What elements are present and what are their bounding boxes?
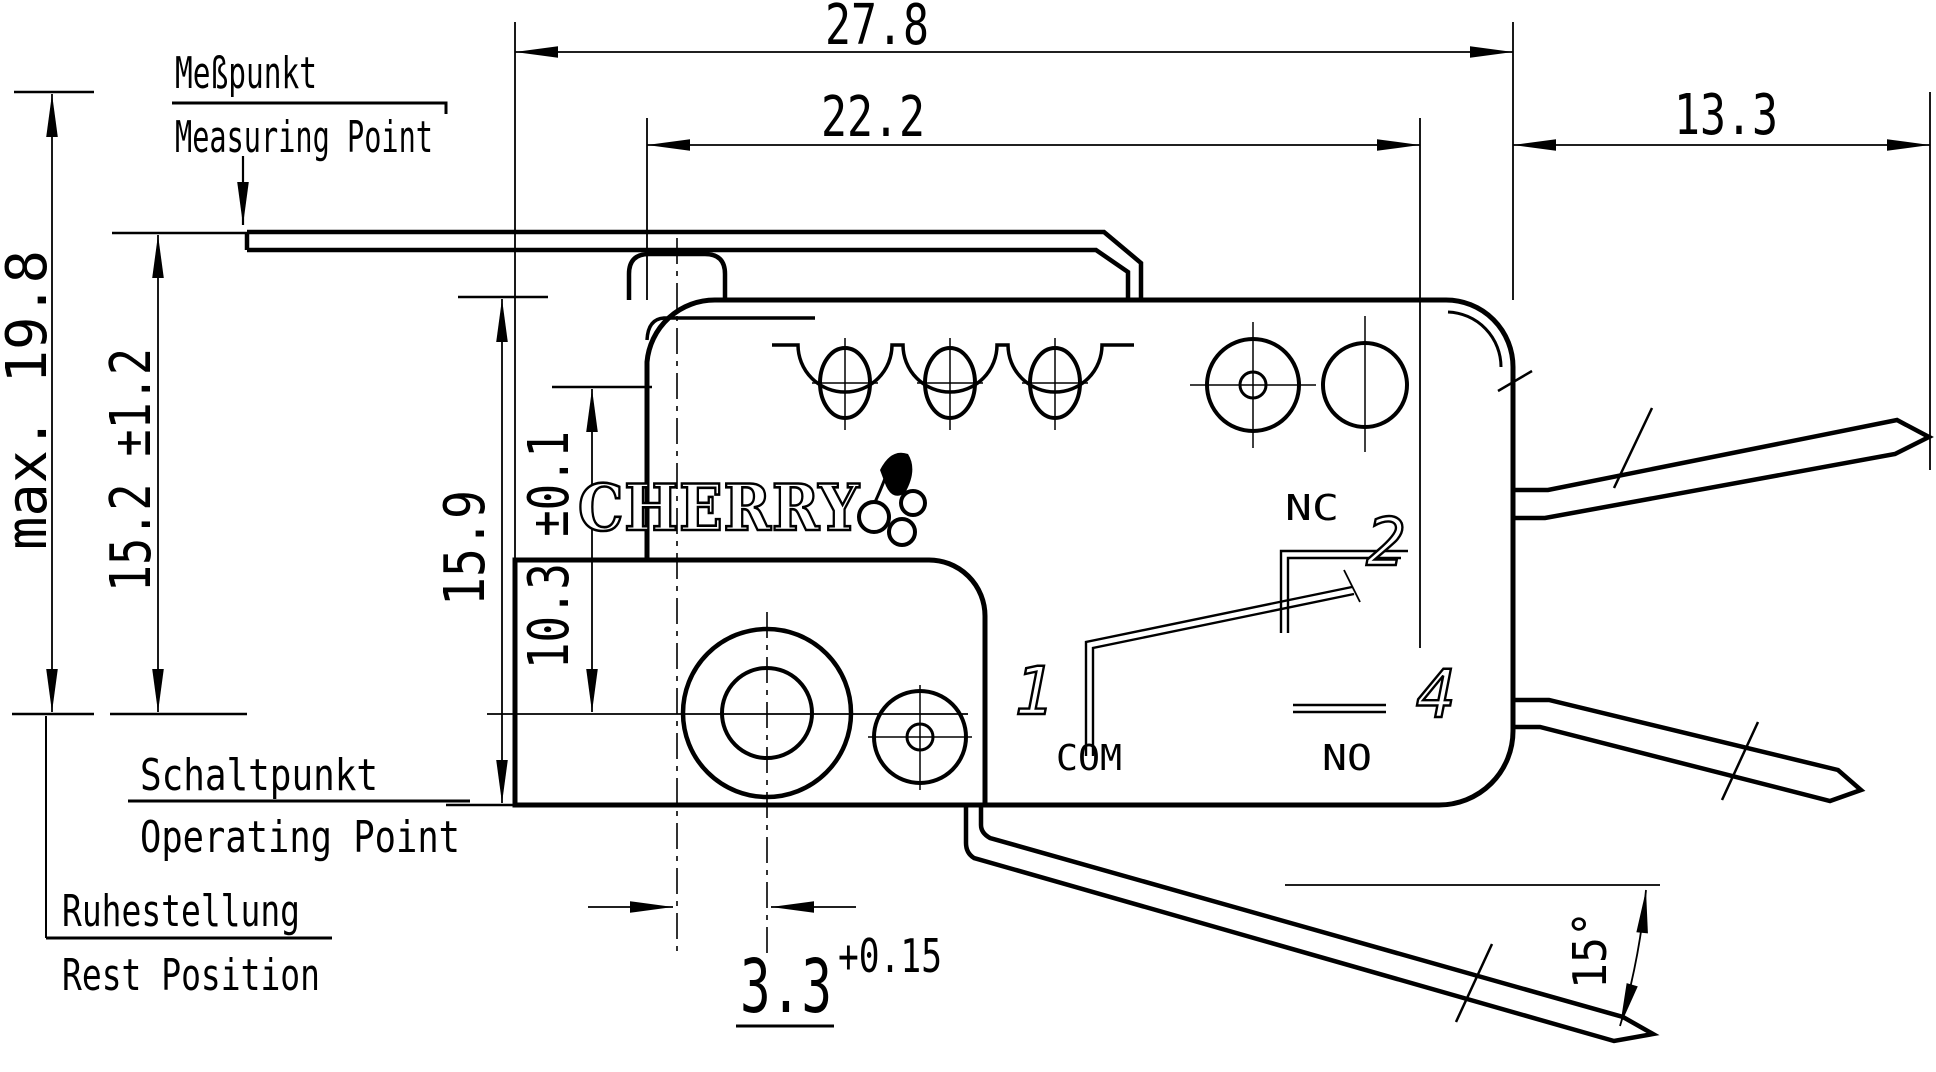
label-terminal-4: 4 (1416, 656, 1456, 733)
corner-inner-contour (1447, 310, 1503, 368)
cherry-fruit-icon-3 (899, 489, 927, 517)
label-nc: NC (1285, 488, 1339, 529)
dimension-lines (46, 46, 1930, 1027)
terminals-geometry (963, 369, 1934, 1044)
brand-logo-text: CHERRY (578, 471, 860, 546)
dimension-texts: 27.8 22.2 13.3 max. 19.8 15.2 ±1.2 15.9 … (0, 0, 1778, 1030)
dim-text-terminal-angle: 15° (1563, 911, 1617, 989)
label-com: COM (1056, 738, 1122, 779)
plunger-dome (626, 251, 728, 300)
lever-bottom-edge (247, 247, 1131, 298)
label-terminal-2: 2 (1366, 504, 1406, 581)
annotation-labels: Meßpunkt Measuring Point Schaltpunkt Ope… (45, 48, 470, 1001)
terminal-labels: NC 2 1 COM 4 NO (1013, 488, 1457, 779)
com-pole-inner (1091, 592, 1355, 756)
body-outline (512, 297, 1516, 808)
lower-mounting-boss (680, 626, 854, 800)
terminal-2-break-tick (1612, 407, 1654, 489)
mounting-boss-step (647, 557, 988, 805)
dim-text-body-height: 15.9 (433, 490, 498, 606)
terminal-1-com-blade (963, 805, 1660, 1044)
label-rest-position-de: Ruhestellung (62, 886, 300, 937)
label-operating-point-de: Schaltpunkt (140, 750, 378, 801)
label-no: NO (1322, 738, 1372, 779)
terminal-1-break-tick (1454, 943, 1494, 1023)
label-measuring-point-de: Meßpunkt (175, 48, 317, 99)
terminal-4-break-tick (1720, 721, 1760, 801)
label-measuring-point-en: Measuring Point (175, 112, 433, 163)
dim-text-terminal-length: 13.3 (1674, 83, 1778, 148)
extension-break-tick (1497, 369, 1533, 393)
cherry-fruit-icon-2 (887, 517, 917, 547)
nc-contact-bracket-outer (1279, 549, 1408, 633)
terminal-4-no-blade (1513, 697, 1866, 804)
dim-arc-terminal-angle (1619, 889, 1648, 1027)
lever-top-edge (247, 229, 1144, 298)
dim-text-operating-height: 15.2 ±1.2 (99, 348, 164, 592)
dim-text-hole-distance: 10.3 ±0.1 (517, 431, 582, 669)
circuit-symbol (1084, 549, 1408, 756)
com-pole-outer (1084, 585, 1353, 756)
dim-text-plunger-offset: 3.3 (740, 944, 832, 1030)
label-rest-position-en: Rest Position (62, 950, 320, 1001)
cherry-fruit-icon-1 (857, 500, 891, 534)
pole-tip-tick (1343, 569, 1361, 603)
dim-text-max-height: max. 19.8 (0, 250, 60, 550)
terminal-2-nc-blade (1513, 417, 1934, 521)
label-operating-point-en: Operating Point (140, 812, 460, 863)
dim-text-upper-length: 22.2 (821, 85, 925, 150)
dim-text-overall-length: 27.8 (825, 0, 929, 58)
label-terminal-1: 1 (1014, 653, 1054, 730)
lower-mounting-hole (720, 666, 814, 760)
dim-text-plunger-offset-tolerance: +0.15 (838, 929, 942, 983)
brand-logo: CHERRY (577, 452, 927, 547)
switch-body (512, 251, 1516, 808)
measuring-point-divider (172, 101, 448, 114)
plunger-seat-line (645, 316, 815, 341)
actuator-lever (244, 229, 1144, 298)
